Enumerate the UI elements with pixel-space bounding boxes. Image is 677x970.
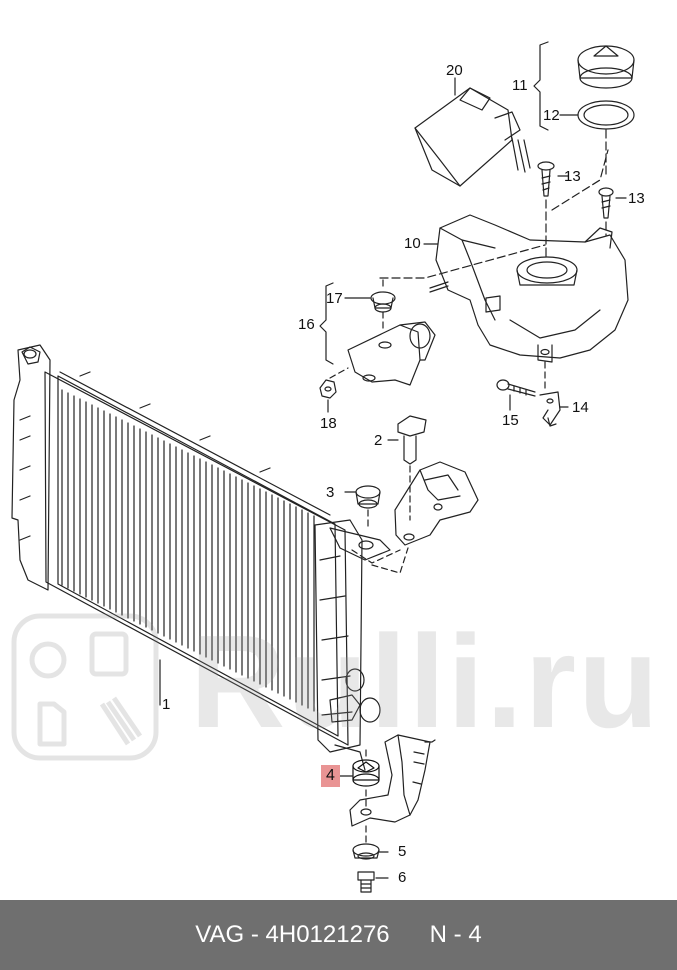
callout-10: 10 [404, 235, 421, 252]
callout-13-left: 13 [564, 168, 581, 185]
grommet-part-17 [370, 291, 396, 313]
callout-14: 14 [572, 399, 589, 416]
footer-bar: VAG - 4H0121276 N - 4 [0, 900, 677, 970]
lower-mount-bracket [349, 734, 436, 827]
upper-mount-bracket [394, 461, 479, 546]
expansion-tank-part-10 [429, 214, 629, 363]
callout-4-highlighted: 4 [321, 765, 340, 787]
parts-diagram [11, 41, 635, 893]
callout-1: 1 [162, 696, 171, 713]
footer-part-number: 4H0121276 [265, 921, 390, 948]
clamp-part-14 [539, 391, 561, 427]
grommet-part-3 [355, 485, 381, 509]
callout-5: 5 [398, 843, 407, 860]
radiator-part-1 [11, 344, 391, 771]
footer-part-info: VAG - 4H0121276 N - 4 [195, 921, 482, 948]
screw-part-2 [397, 415, 427, 465]
callout-15: 15 [502, 412, 519, 429]
screw-part-13-left [537, 161, 555, 197]
bolt-part-15 [496, 379, 536, 397]
callout-16: 16 [298, 316, 315, 333]
callout-11: 11 [512, 77, 528, 94]
bolt-part-6 [357, 871, 375, 893]
footer-brand: VAG [195, 921, 245, 948]
clip-nut-part-18 [319, 379, 337, 399]
callout-18: 18 [320, 415, 337, 432]
callout-20: 20 [446, 62, 463, 79]
callout-2: 2 [374, 432, 383, 449]
callout-13-right: 13 [628, 190, 645, 207]
coolant-canister-part-20 [414, 77, 531, 187]
grommet-part-5 [352, 843, 380, 860]
screw-part-13-right [598, 187, 614, 219]
rubber-mount-part-4 [352, 759, 380, 787]
seal-ring-part-12 [577, 100, 635, 130]
callout-17: 17 [326, 290, 343, 307]
filler-cap-part-11 [577, 45, 635, 89]
callout-3: 3 [326, 484, 335, 501]
callout-6: 6 [398, 869, 407, 886]
footer-position: N - 4 [429, 921, 482, 948]
bracket-part-16 [347, 321, 436, 386]
callout-12: 12 [543, 107, 560, 124]
